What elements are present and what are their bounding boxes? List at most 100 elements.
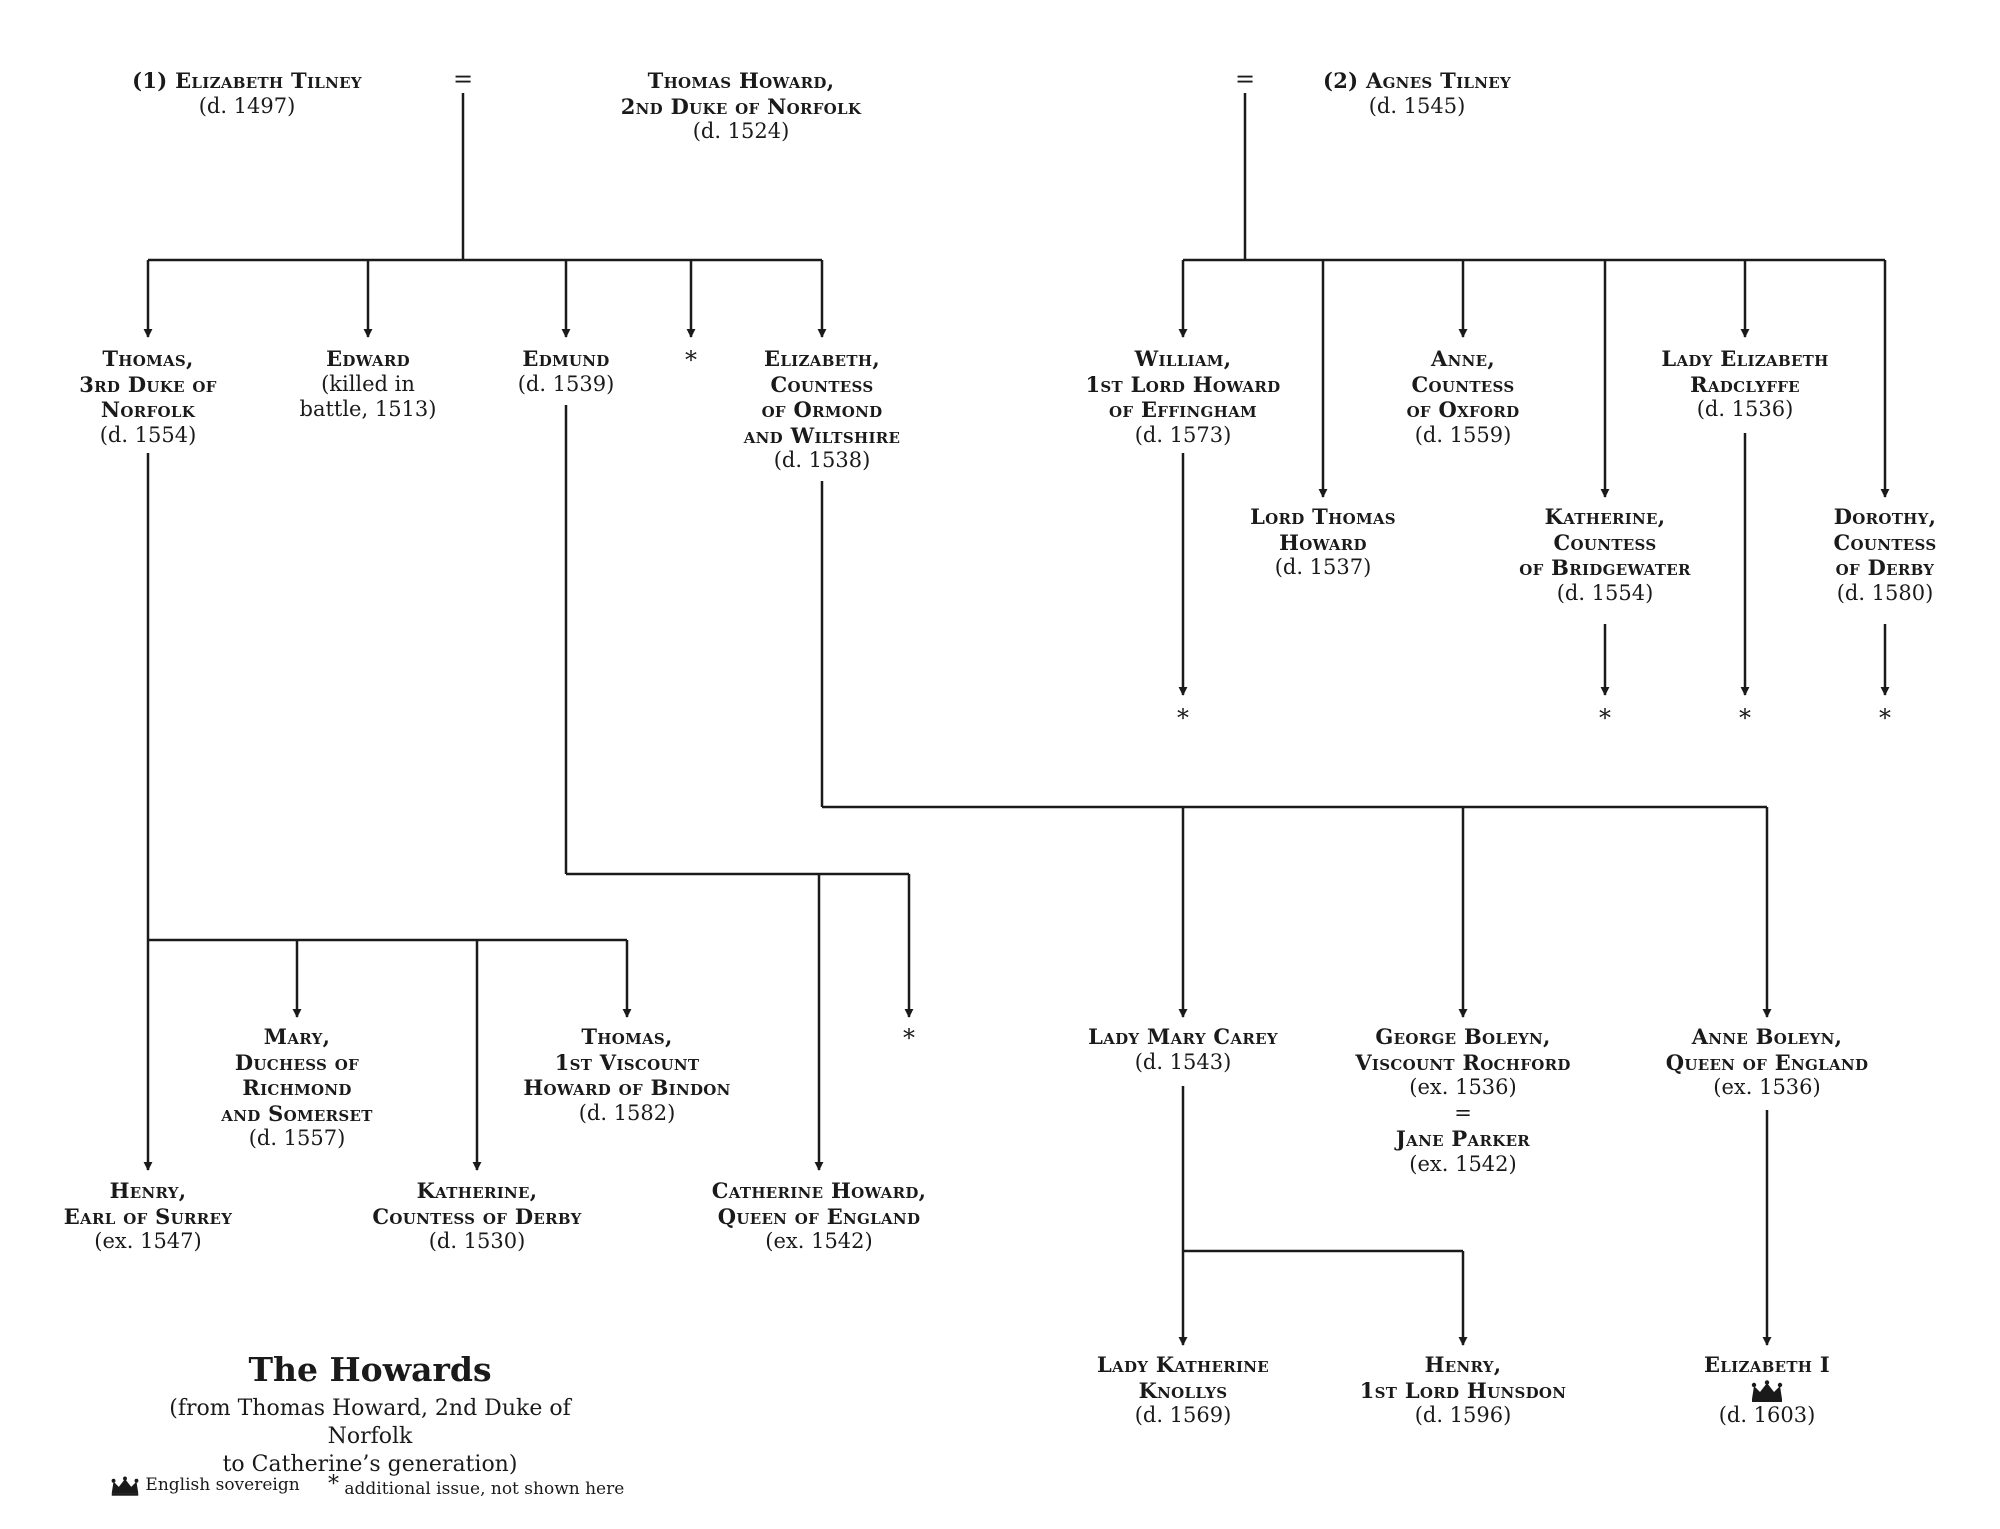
person-william-lord-howard: William, 1st Lord Howard of Effingham (d… [1048, 346, 1318, 448]
diagram-subtitle: (from Thomas Howard, 2nd Duke of Norfolk… [130, 1395, 610, 1479]
name-line: 1st Viscount [554, 1049, 700, 1075]
name-line: Countess [770, 371, 874, 397]
additional-issue-mark: * [1739, 704, 1751, 732]
name-line: (2) Agnes Tilney [1322, 68, 1512, 93]
dates-line: (d. 1554) [99, 422, 197, 447]
person-anne-boleyn: Anne Boleyn, Queen of England (ex. 1536) [1632, 1024, 1902, 1101]
dates-line: (ex. 1536) [1713, 1075, 1821, 1099]
name-line: Countess [1833, 529, 1937, 555]
dates-line: (ex. 1542) [1409, 1151, 1517, 1176]
person-agnes-tilney: (2) Agnes Tilney (d. 1545) [1282, 68, 1552, 119]
dates-line: (d. 1538) [773, 448, 871, 472]
name-line: of Ormond [761, 397, 883, 422]
name-line: 3rd Duke of [79, 371, 217, 397]
name-line: Catherine Howard, [711, 1178, 927, 1203]
dates-line: (d. 1582) [578, 1100, 676, 1125]
name-line: Earl of Surrey [63, 1203, 233, 1229]
legend-sovereign: English sovereign [110, 1475, 300, 1496]
name-line: Viscount Rochford [1355, 1049, 1571, 1075]
spouse-name-jane-parker: Jane Parker [1395, 1126, 1531, 1151]
name-line: of Oxford [1406, 397, 1520, 422]
dates-line: (d. 1545) [1368, 93, 1466, 118]
name-line: of Derby [1835, 555, 1935, 580]
dates-line: battle, 1513) [299, 397, 437, 421]
person-lady-mary-carey: Lady Mary Carey (d. 1543) [1048, 1024, 1318, 1075]
name-line: Edward [326, 346, 410, 371]
person-katherine-countess-derby: Katherine, Countess of Derby (d. 1530) [342, 1178, 612, 1255]
dates-line: (killed in [321, 371, 415, 396]
name-line: Henry, [109, 1178, 187, 1203]
name-line: Lady Katherine [1096, 1352, 1270, 1377]
person-katherine-countess-bridgewater: Katherine, Countess of Bridgewater (d. 1… [1470, 504, 1740, 606]
name-line: Dorothy, [1833, 504, 1937, 529]
dates-line: (d. 1569) [1134, 1403, 1232, 1427]
additional-issue-mark: * [1599, 704, 1611, 732]
person-lady-katherine-knollys: Lady Katherine Knollys (d. 1569) [1048, 1352, 1318, 1429]
crown-icon [1632, 1378, 1902, 1403]
person-thomas-howard-2nd-duke: Thomas Howard, 2nd Duke of Norfolk (d. 1… [606, 68, 876, 145]
name-line: Queen of England [717, 1203, 921, 1229]
name-line: Edmund [522, 346, 610, 371]
legend-additional-issue: * additional issue, not shown here [328, 1472, 625, 1500]
legend-issue-mark: * [328, 1472, 339, 1497]
dates-line: (d. 1603) [1718, 1402, 1816, 1427]
dates-line: (d. 1559) [1414, 422, 1512, 447]
name-line: and Somerset [221, 1100, 373, 1126]
additional-issue-mark: * [1177, 704, 1189, 732]
name-line: Thomas, [102, 346, 194, 371]
dates-line: (d. 1536) [1696, 397, 1794, 421]
name-line: Thomas Howard, [647, 68, 835, 93]
dates-line: (d. 1557) [248, 1126, 346, 1150]
crown-icon [111, 1476, 139, 1496]
dates-line: (d. 1539) [517, 371, 615, 396]
marriage-mark: = [1454, 1100, 1472, 1125]
name-line: Radclyffe [1690, 371, 1800, 397]
name-line: Norfolk [100, 397, 196, 422]
name-line: of Effingham [1109, 397, 1257, 422]
name-line: and Wiltshire [743, 422, 901, 448]
dates-line: (ex. 1536) [1409, 1075, 1517, 1099]
person-mary-duchess-richmond: Mary, Duchess of Richmond and Somerset (… [162, 1024, 432, 1152]
person-elizabeth-i: Elizabeth I (d. 1603) [1632, 1352, 1902, 1428]
dates-line: (ex. 1547) [94, 1229, 202, 1253]
name-line: of Bridgewater [1519, 555, 1691, 580]
person-catherine-howard: Catherine Howard, Queen of England (ex. … [684, 1178, 954, 1255]
name-line: Knollys [1138, 1377, 1228, 1403]
name-line: Lady Mary Carey [1088, 1024, 1278, 1049]
name-line: Anne Boleyn, [1691, 1024, 1843, 1049]
name-line: George Boleyn, [1375, 1024, 1551, 1049]
name-line: Richmond [242, 1075, 352, 1100]
person-thomas-viscount-bindon: Thomas, 1st Viscount Howard of Bindon (d… [492, 1024, 762, 1126]
subtitle-line: to Catherine’s generation) [222, 1452, 518, 1477]
person-lord-thomas-howard: Lord Thomas Howard (d. 1537) [1188, 504, 1458, 581]
name-line: 2nd Duke of Norfolk [620, 93, 862, 119]
marriage-mark-first: = [452, 65, 474, 93]
person-lady-elizabeth-radclyffe: Lady Elizabeth Radclyffe (d. 1536) [1610, 346, 1880, 423]
name-line: Countess [1553, 529, 1657, 555]
person-elizabeth-tilney: (1) Elizabeth Tilney (d. 1497) [112, 68, 382, 119]
name-line: 1st Lord Hunsdon [1359, 1377, 1567, 1403]
dates-line: (d. 1543) [1134, 1049, 1232, 1074]
dates-line: (d. 1580) [1836, 580, 1934, 605]
name-line: Countess [1411, 371, 1515, 397]
name-line: Duchess of [234, 1049, 360, 1075]
name-line: Katherine, [1544, 504, 1666, 529]
name-line: Henry, [1424, 1352, 1502, 1377]
dates-line: (d. 1554) [1556, 580, 1654, 605]
name-line: Lord Thomas [1250, 504, 1396, 529]
dates-line: (d. 1537) [1274, 555, 1372, 579]
diagram-title: The Howards [248, 1350, 492, 1389]
additional-issue-mark: * [903, 1024, 915, 1052]
name-line: Howard of Bindon [523, 1075, 731, 1100]
person-george-boleyn: George Boleyn, Viscount Rochford (ex. 15… [1328, 1024, 1598, 1177]
dates-line: (ex. 1542) [765, 1229, 873, 1253]
name-line: Katherine, [416, 1178, 538, 1203]
name-line: Anne, [1431, 346, 1495, 371]
person-elizabeth-countess-ormond: Elizabeth, Countess of Ormond and Wiltsh… [687, 346, 957, 474]
name-line: Mary, [263, 1024, 331, 1049]
name-line: Thomas, [581, 1024, 673, 1049]
legend-issue-label: additional issue, not shown here [344, 1479, 625, 1499]
name-line: Queen of England [1665, 1049, 1869, 1075]
person-henry-lord-hunsdon: Henry, 1st Lord Hunsdon (d. 1596) [1328, 1352, 1598, 1429]
